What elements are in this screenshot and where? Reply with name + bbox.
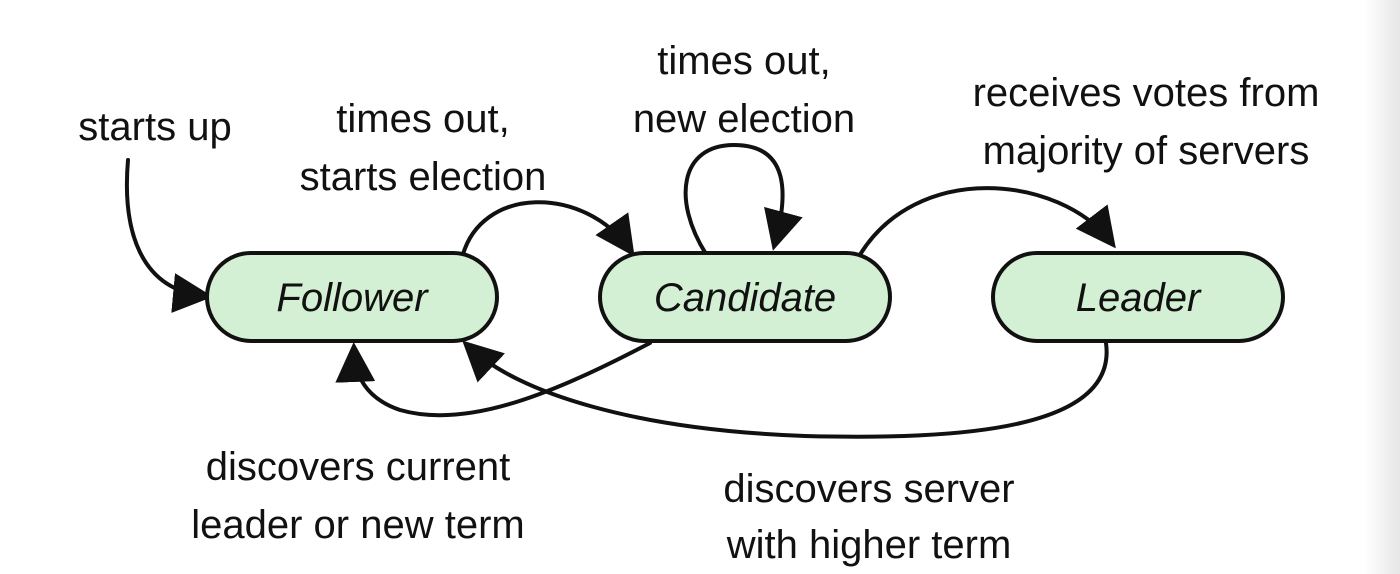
- edge-candidate-self-loop: [683, 142, 803, 256]
- edge-follower-to-candidate: [460, 200, 635, 260]
- state-leader: Leader: [991, 251, 1285, 343]
- label-discovers-higher-term-line-2: with higher term: [726, 523, 1012, 567]
- label-receives-votes-line-1: receives votes from: [973, 71, 1320, 115]
- right-edge-shade: [1364, 0, 1400, 574]
- edge-candidate-to-leader: [856, 186, 1116, 260]
- label-receives-votes: receives votes from majority of servers: [973, 71, 1320, 173]
- label-times-out-new-election-line-1: times out,: [657, 39, 830, 83]
- state-leader-label: Leader: [1076, 276, 1202, 320]
- state-candidate: Candidate: [598, 251, 892, 343]
- edge-candidate-to-follower: [335, 341, 652, 418]
- label-discovers-higher-term-line-1: discovers server: [723, 467, 1014, 511]
- label-starts-up: starts up: [78, 105, 231, 149]
- state-leader-shape: [991, 251, 1285, 343]
- label-times-out-new-election-line-2: new election: [633, 97, 855, 141]
- label-times-out-new-election: times out, new election: [633, 39, 855, 141]
- state-candidate-label: Candidate: [654, 276, 836, 320]
- label-discovers-higher-term: discovers server with higher term: [723, 467, 1014, 567]
- state-follower-shape: [205, 251, 499, 343]
- label-discovers-current-leader-line-1: discovers current: [206, 445, 511, 489]
- label-receives-votes-line-2: majority of servers: [983, 129, 1310, 173]
- state-follower-label: Follower: [276, 276, 429, 320]
- edge-starts-up: [124, 158, 213, 313]
- label-times-out-starts-election: times out, starts election: [300, 97, 547, 199]
- state-candidate-shape: [598, 251, 892, 343]
- label-discovers-current-leader: discovers current leader or new term: [191, 445, 524, 547]
- label-times-out-starts-election-line-1: times out,: [336, 97, 509, 141]
- label-times-out-starts-election-line-2: starts election: [300, 155, 547, 199]
- edge-leader-to-follower: [462, 340, 1109, 439]
- label-discovers-current-leader-line-2: leader or new term: [191, 503, 524, 547]
- state-follower: Follower: [205, 251, 499, 343]
